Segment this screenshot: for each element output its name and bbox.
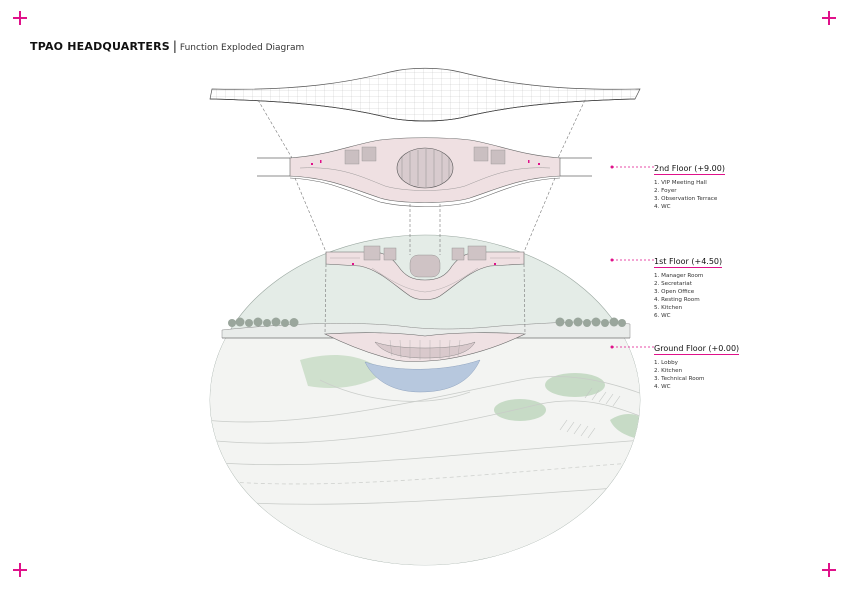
list-item: 3. Technical Room	[654, 376, 705, 382]
corner-mark-bottom-right	[822, 563, 836, 577]
list-item: 1. Manager Room	[654, 273, 704, 279]
corner-mark-top-right	[822, 11, 836, 25]
list-item: 1. Lobby	[654, 360, 678, 366]
list-item: 2. Kitchen	[654, 368, 683, 374]
roof-shell	[209, 67, 641, 122]
title-separator: |	[172, 39, 177, 53]
site-dome	[209, 234, 641, 566]
green-area	[494, 399, 546, 421]
legend-leaders	[612, 166, 655, 348]
legend-second-floor: 2nd Floor (+9.00) 1. VIP Meeting Hall 2.…	[654, 156, 804, 211]
list-item: 2. Secretariat	[654, 281, 692, 287]
green-area	[300, 355, 385, 389]
projection-lines	[257, 99, 586, 335]
list-item: 3. Observation Terrace	[654, 196, 718, 202]
legend-first-floor: 1st Floor (+4.50) 1. Manager Room 2. Sec…	[654, 249, 804, 320]
list-item: 6. WC	[654, 313, 671, 319]
list-item: 5. Kitchen	[654, 305, 683, 311]
page-subtitle: Function Exploded Diagram	[179, 43, 305, 53]
floor-title: 1st Floor (+4.50)	[654, 257, 723, 268]
floor-title: 2nd Floor (+9.00)	[654, 164, 725, 175]
floor-title: Ground Floor (+0.00)	[654, 344, 740, 355]
legend-ground-floor: Ground Floor (+0.00) 1. Lobby 2. Kitchen…	[654, 336, 804, 391]
list-item: 3. Open Office	[654, 289, 695, 295]
list-item: 4. Resting Room	[654, 297, 700, 303]
water-feature	[364, 359, 481, 393]
list-item: 4. WC	[654, 384, 671, 390]
list-item: 4. WC	[654, 204, 671, 210]
first-floor-slab	[325, 245, 525, 301]
corner-mark-top-left	[13, 11, 27, 25]
page-title: TPAO HEADQUARTERS	[30, 40, 170, 53]
second-floor-slab	[257, 137, 592, 207]
ground-floor-slab	[221, 317, 631, 362]
list-item: 1. VIP Meeting Hall	[654, 180, 707, 186]
page-header: TPAO HEADQUARTERS|Function Exploded Diag…	[30, 35, 304, 54]
list-item: 2. Foyer	[654, 188, 677, 194]
corner-mark-bottom-left	[13, 563, 27, 577]
